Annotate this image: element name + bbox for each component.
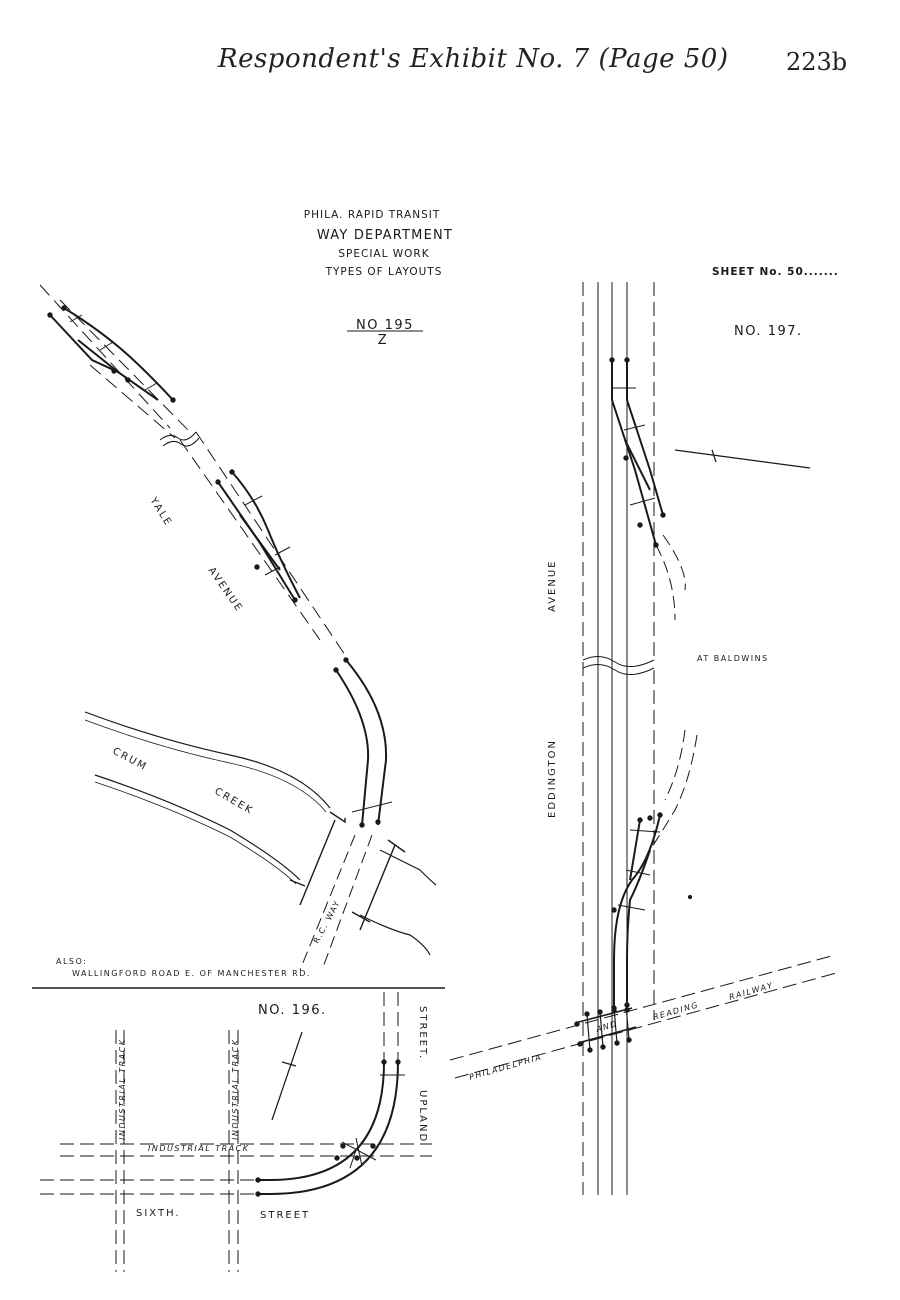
- industrial-track-v1-label: INDUSTRIAL TRACK: [118, 1039, 127, 1140]
- title-line-3: SPECIAL WORK: [338, 248, 429, 260]
- industrial-track-v2-label: INDUSTRIAL TRACK: [231, 1039, 240, 1140]
- sheet-number: SHEET No. 50.......: [712, 266, 839, 278]
- eddington-label: EDDINGTON: [547, 739, 558, 818]
- title-block: PHILA. RAPID TRANSIT WAY DEPARTMENT SPEC…: [304, 209, 453, 278]
- layout-197-number: NO. 197.: [734, 324, 803, 339]
- avenue-label-195: AVENUE: [206, 565, 245, 614]
- north-arrow-icon: [271, 1031, 303, 1121]
- at-baldwins-label: AT BALDWINS: [697, 654, 769, 663]
- also-label: ALSO:: [56, 957, 87, 966]
- upland-label: UPLAND: [417, 1090, 428, 1143]
- layout-196-number: NO. 196.: [258, 1003, 327, 1018]
- layout-196: [40, 992, 432, 1272]
- title-line-4: TYPES OF LAYOUTS: [325, 266, 443, 278]
- title-line-1: PHILA. RAPID TRANSIT: [304, 209, 441, 221]
- street-upland-label: STREET.: [417, 1006, 428, 1060]
- bridge-label: R.C. WAY: [312, 899, 342, 945]
- exhibit-title: Respondent's Exhibit No. 7 (Page 50): [218, 44, 729, 74]
- creek-label: CREEK: [213, 786, 256, 817]
- also-text: WALLINGFORD ROAD E. OF MANCHESTER RD.: [72, 969, 311, 978]
- avenue-label-197: AVENUE: [547, 560, 558, 612]
- page-number: 223b: [786, 48, 848, 76]
- sixth-label: SIXTH.: [136, 1208, 181, 1219]
- industrial-track-h-label: INDUSTRIAL TRACK: [148, 1144, 249, 1153]
- crum-label: CRUM: [111, 746, 150, 774]
- north-arrow-icon: [674, 449, 811, 469]
- railway-label-4: RAILWAY: [728, 981, 775, 1002]
- railway-label-3: READING: [652, 1000, 700, 1022]
- layout-195-sub: Z: [378, 333, 388, 348]
- yale-label: YALE: [147, 495, 174, 529]
- street-label-196: STREET: [260, 1210, 310, 1221]
- layout-197: [449, 282, 841, 1195]
- title-line-2: WAY DEPARTMENT: [317, 228, 453, 243]
- railway-label-1: PHILADELPHIA: [468, 1052, 543, 1081]
- layout-195: [32, 284, 445, 989]
- layout-195-number: NO 195: [356, 318, 414, 333]
